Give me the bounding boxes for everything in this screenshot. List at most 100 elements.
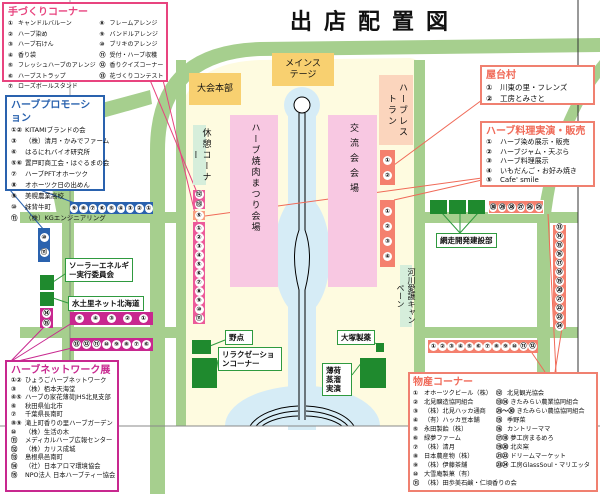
booth-number[interactable]: ㉑ (555, 295, 564, 304)
booth-bar-sal-b[interactable]: ① ② ③ ④ (380, 200, 395, 267)
booth-number[interactable]: ㉙ (498, 202, 507, 212)
booth-number[interactable]: ⑱ (555, 268, 564, 277)
booth-number[interactable]: ⑩ (102, 340, 111, 349)
booth-number[interactable]: ㉒ (555, 304, 564, 313)
booth-number[interactable]: ⑳ (555, 286, 564, 295)
booth-number[interactable]: ⑥ (98, 203, 107, 213)
booth-number[interactable]: ② (383, 170, 392, 180)
hakka-stall[interactable] (360, 358, 386, 388)
booth-number[interactable]: ② (135, 203, 144, 213)
exchange-venue[interactable]: 交流会会場 (328, 115, 377, 287)
booth-number[interactable]: ⑬ (555, 223, 564, 232)
booth-number[interactable]: ② (383, 221, 392, 231)
booth-number[interactable]: ④ (116, 203, 125, 213)
booth-number[interactable]: ⑮ (555, 241, 564, 250)
booth-number[interactable]: ⑧ (194, 286, 204, 296)
booth-number[interactable]: ① (194, 223, 204, 233)
booth-number[interactable]: ③ (383, 236, 392, 246)
booth-number[interactable]: ㉚ (488, 202, 498, 212)
booth-number[interactable]: ③ (107, 314, 116, 323)
headquarters[interactable]: 大会本部 (189, 73, 241, 105)
rest-corner[interactable]: 休憩コーナー (190, 125, 211, 185)
booth-number[interactable]: ⑬ (194, 200, 204, 209)
booth-number[interactable]: ④ (194, 250, 204, 260)
booth-number[interactable]: ⑪ (194, 313, 204, 323)
abashiri-stall-2[interactable] (449, 200, 466, 214)
booth-number[interactable]: ④ (91, 314, 100, 323)
booth-number[interactable]: ⑰ (555, 259, 564, 268)
booth-number[interactable]: ⑭ (555, 232, 564, 241)
otsuka-stall[interactable] (376, 343, 384, 352)
booth-number[interactable]: ㉔ (555, 322, 564, 331)
booth-number[interactable]: ⑤ (75, 314, 84, 323)
booth-number[interactable]: ⑨ (501, 342, 510, 351)
booth-number[interactable]: ① (383, 155, 392, 165)
herb-restaurant[interactable]: ハーブレストラン (379, 75, 413, 145)
booth-number[interactable]: ⑫ (528, 342, 537, 351)
booth-number[interactable]: ③ (125, 203, 135, 213)
booth-number[interactable]: ① (139, 314, 148, 323)
booth-number[interactable]: ⑧ (79, 203, 88, 213)
booth-number[interactable]: ⑫ (194, 190, 204, 199)
booth-number[interactable]: ③ (447, 342, 456, 351)
nodate-stall[interactable] (192, 340, 211, 354)
booth-number[interactable]: ⑦ (483, 342, 492, 351)
booth-number[interactable]: ⑨ (112, 340, 121, 349)
booth-number[interactable]: ⑧ (492, 342, 501, 351)
solar-stall[interactable] (40, 275, 54, 290)
booth-number[interactable]: ① (429, 342, 438, 351)
booth-number[interactable]: ㉕ (534, 202, 544, 212)
booth-number[interactable]: ⑥ (194, 268, 204, 278)
booth-number[interactable]: ① (144, 203, 153, 213)
booth-number[interactable]: ⑮ (42, 318, 51, 328)
booth-bar-orange-mid[interactable]: ⑤ (193, 211, 205, 220)
booth-number[interactable]: ⑤ (107, 203, 116, 213)
booth-number[interactable]: ⑬ (72, 340, 81, 349)
booth-number[interactable]: ② (194, 232, 204, 242)
abashiri-stall-3[interactable] (468, 200, 485, 214)
booth-number[interactable]: ⑦ (194, 277, 204, 287)
booth-number[interactable]: ⑧ (122, 340, 131, 349)
abashiri-stall-1[interactable] (430, 200, 447, 214)
booth-number[interactable]: ⑨ (70, 203, 79, 213)
booth-number[interactable]: ㉘ (507, 202, 516, 212)
booth-number[interactable]: ⑪ (39, 248, 49, 257)
booth-number[interactable]: ⑩ (194, 304, 204, 314)
booth-number[interactable]: ⑲ (555, 277, 564, 286)
booth-number[interactable]: ⑦ (88, 203, 97, 213)
booth-number[interactable]: ④ (456, 342, 465, 351)
river-campaign[interactable]: 河川愛護キャンペーン (396, 265, 416, 327)
booth-number[interactable]: ② (123, 314, 132, 323)
herb-grill-venue[interactable]: ハーブ焼肉まつり会場 (230, 115, 278, 287)
booth-number[interactable]: ⑥ (474, 342, 483, 351)
booth-number[interactable]: ⑫ (82, 340, 91, 349)
booth-number[interactable]: ⑪ (519, 342, 528, 351)
booth-number[interactable]: ④ (383, 251, 392, 261)
booth-number[interactable]: ② (438, 342, 447, 351)
booth-number[interactable]: ① (383, 206, 392, 216)
booth-number[interactable]: ⑩ (510, 342, 519, 351)
booth-number[interactable]: ㉓ (555, 313, 564, 322)
booth-number[interactable]: ㉗ (516, 202, 525, 212)
booth-number[interactable]: ⑭ (42, 308, 51, 318)
booth-number[interactable]: ⑨ (194, 295, 204, 305)
booth-number[interactable]: ⑤ (465, 342, 474, 351)
midori-stall[interactable] (40, 292, 54, 306)
booth-number[interactable]: ⑩ (39, 233, 49, 242)
booth-number[interactable]: ⑪ (92, 340, 101, 349)
main-stage[interactable]: メインステージ (272, 53, 334, 86)
relaxation-stall[interactable] (192, 358, 217, 388)
booth-number[interactable]: ㉖ (525, 202, 534, 212)
booth-number[interactable]: ⑤ (194, 211, 204, 220)
